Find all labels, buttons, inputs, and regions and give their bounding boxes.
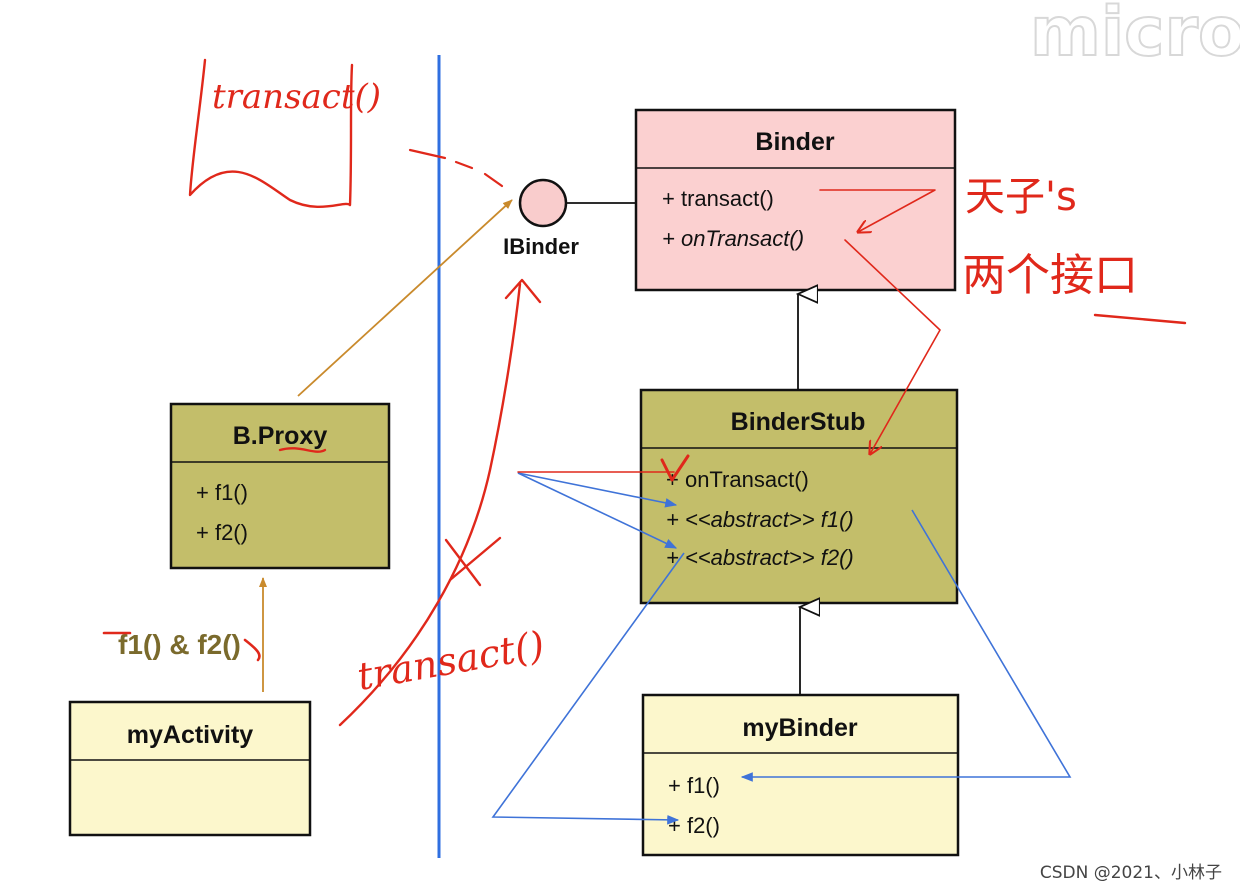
blue-arrow-f1-impl xyxy=(740,509,1072,782)
mybinder-op-f2: + f2() xyxy=(668,813,720,838)
blue-arrow-to-f2 xyxy=(517,472,678,549)
binder-op-ontransact: + onTransact() xyxy=(662,226,804,251)
red-checkmark xyxy=(660,454,690,482)
red-call-arrowhead xyxy=(504,278,542,304)
class-myactivity-title: myActivity xyxy=(127,721,254,749)
red-cjk-underline xyxy=(1093,313,1187,325)
handwritten-transact-lower: transact() xyxy=(354,623,548,699)
binderstub-op-ontransact: + onTransact() xyxy=(666,467,809,492)
class-binderstub: BinderStub + onTransact() + <<abstract>>… xyxy=(639,388,959,605)
handwritten-cjk-line-1: 天子's xyxy=(965,174,1077,220)
class-proxy: B.Proxy + f1() + f2() xyxy=(169,402,391,570)
red-annotations xyxy=(102,58,1187,727)
red-label-strokes xyxy=(102,631,261,662)
ibinder-interface-circle xyxy=(518,178,568,228)
class-myactivity-box xyxy=(68,700,312,837)
class-binder-box xyxy=(634,108,957,292)
blue-dispatch-arrows xyxy=(491,472,1072,825)
call-label-f1-f2: f1() & f2() xyxy=(118,629,241,660)
class-binder-title: Binder xyxy=(755,128,834,156)
ibinder-label: IBinder xyxy=(503,234,579,259)
red-proxy-underline xyxy=(278,447,327,453)
class-mybinder-box xyxy=(641,693,960,857)
binderstub-op-f1: + <<abstract>> f1() xyxy=(666,507,854,532)
proxy-op-f2: + f2() xyxy=(196,520,248,545)
binder-op-transact: + transact() xyxy=(662,186,774,211)
red-cross-mark xyxy=(444,536,502,587)
class-proxy-box xyxy=(169,402,391,570)
blue-arrow-f2-impl xyxy=(491,552,685,825)
mybinder-op-f1: + f1() xyxy=(668,773,720,798)
red-call-curve xyxy=(338,282,522,727)
proxy-op-f1: + f1() xyxy=(196,480,248,505)
handwritten-transact-note: transact() xyxy=(212,77,381,117)
binderstub-op-f2: + <<abstract>> f2() xyxy=(666,545,854,570)
class-mybinder: myBinder + f1() + f2() xyxy=(641,693,960,857)
blue-arrow-to-f1 xyxy=(517,472,678,508)
red-note-bubble xyxy=(188,58,354,209)
handwritten-cjk-line-2: 两个接口 xyxy=(962,250,1138,301)
red-arrow-ontransact-stub xyxy=(844,239,941,454)
watermark-text: micro xyxy=(1030,0,1240,72)
class-myactivity: myActivity xyxy=(68,700,312,837)
class-mybinder-title: myBinder xyxy=(742,714,858,742)
class-proxy-title: B.Proxy xyxy=(233,422,328,450)
credit-text: CSDN @2021、小林子 xyxy=(1040,863,1222,883)
class-binder: Binder + transact() + onTransact() xyxy=(634,108,957,292)
red-arrow-transact-ontransact xyxy=(819,189,936,232)
class-binderstub-title: BinderStub xyxy=(731,408,866,436)
red-dashed-pointer xyxy=(408,148,504,188)
call-arrow-proxy-ibinder xyxy=(297,199,513,397)
